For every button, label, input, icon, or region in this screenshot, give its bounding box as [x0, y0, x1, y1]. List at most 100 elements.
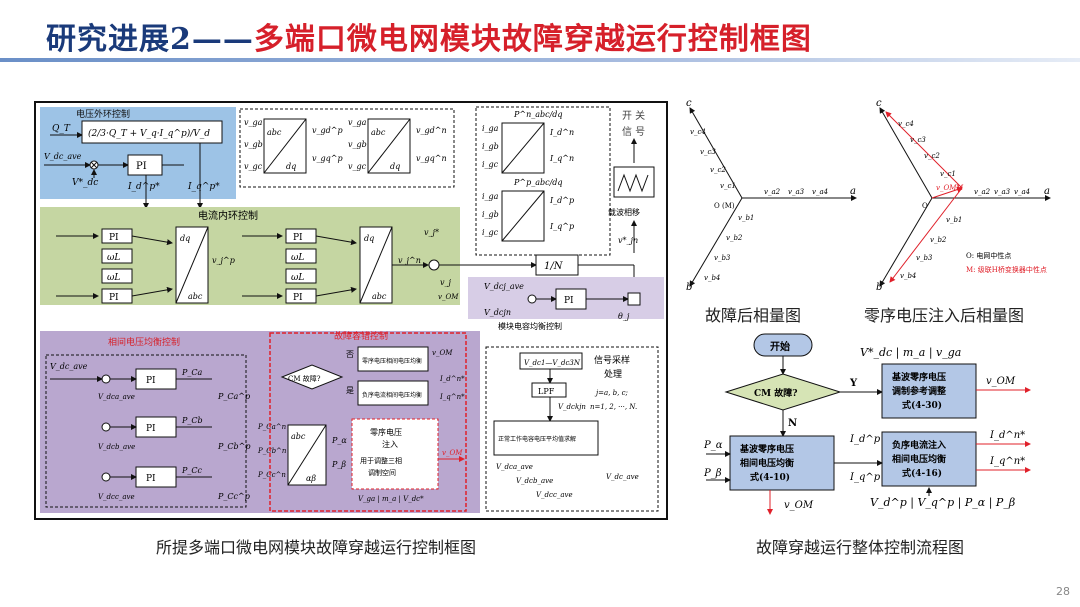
svg-text:V_dcc_ave: V_dcc_ave	[98, 493, 135, 501]
svg-text:P_Cb: P_Cb	[181, 416, 203, 425]
abc-alphabeta-block: abc αβ P_Ca^n P_Cb^n P_Cc^n P_α P_β	[257, 423, 347, 486]
vom-label: v_OM	[438, 293, 459, 301]
svg-text:调制参考调整: 调制参考调整	[892, 385, 946, 397]
svg-text:n=1, 2, ···, N.: n=1, 2, ···, N.	[590, 403, 637, 411]
svg-text:CM 故障?: CM 故障?	[288, 374, 321, 383]
svg-text:P^p_abc/dq: P^p_abc/dq	[513, 178, 563, 187]
phase-balance-row-b: PI V_dcb_ave P_Cb P_Cb^p	[98, 416, 250, 451]
svg-text:dq: dq	[390, 162, 400, 171]
iq-ref-label: I_q^p*	[187, 182, 220, 192]
svg-text:v_j^n: v_j^n	[398, 256, 421, 265]
svg-text:Y: Y	[849, 378, 858, 389]
svg-text:v_gq^p: v_gq^p	[312, 154, 343, 163]
svg-text:i_gc: i_gc	[482, 160, 499, 169]
signal-processing-region	[485, 346, 659, 512]
svg-text:CM 故障?: CM 故障?	[754, 387, 798, 399]
svg-text:v_a4: v_a4	[812, 188, 828, 196]
svg-text:零序电压: 零序电压	[370, 427, 402, 437]
svg-text:P_Ca^n: P_Ca^n	[257, 423, 287, 431]
flow-block-zero-seq-mod	[881, 363, 977, 419]
svg-text:v_b1: v_b1	[738, 214, 754, 222]
svg-text:v_OM: v_OM	[986, 376, 1016, 387]
svg-text:I_q^n*: I_q^n*	[989, 456, 1025, 467]
inner-loop-positive: PI ωL ωL PI dq abc v_j^p	[101, 226, 235, 304]
fault-block-2	[357, 380, 429, 406]
svg-text:PI: PI	[146, 424, 156, 434]
module-balance-label: 模块电容均衡控制	[498, 321, 562, 331]
flow-block-zero-seq-balance	[729, 435, 835, 491]
svg-text:I_q^p: I_q^p	[849, 472, 881, 483]
svg-text:ωL: ωL	[291, 253, 304, 263]
svg-text:基波零序电压: 基波零序电压	[739, 443, 794, 455]
svg-text:P_Cc: P_Cc	[181, 466, 203, 475]
svg-text:PI: PI	[564, 296, 574, 306]
svg-text:v_OM: v_OM	[936, 184, 957, 192]
svg-text:信 号: 信 号	[622, 126, 645, 138]
svg-text:v_c1: v_c1	[940, 170, 956, 178]
svg-text:v_a3: v_a3	[788, 188, 805, 196]
svg-text:i_ga: i_ga	[482, 192, 499, 201]
svg-text:V_ga | m_a | V_dc*: V_ga | m_a | V_dc*	[358, 495, 424, 503]
svg-text:dq: dq	[286, 162, 296, 171]
svg-text:P_β: P_β	[331, 460, 346, 469]
svg-text:P_Cc^n: P_Cc^n	[257, 471, 286, 479]
svg-text:开 关: 开 关	[622, 109, 645, 122]
svg-text:ωL: ωL	[107, 253, 120, 263]
svg-text:v_ga: v_ga	[348, 118, 367, 127]
svg-text:负序电流相间电压均衡: 负序电流相间电压均衡	[362, 391, 422, 399]
slide-title: 研究进展2——多端口微电网模块故障穿越运行控制框图	[46, 14, 812, 58]
svg-text:i_gc: i_gc	[482, 228, 499, 237]
svg-text:abc: abc	[372, 292, 387, 301]
svg-text:v_b2: v_b2	[726, 234, 743, 242]
svg-text:P_α: P_α	[703, 440, 723, 451]
svg-text:dq: dq	[364, 234, 374, 243]
svg-text:v_OM: v_OM	[784, 500, 814, 511]
vj-star-label: v_j*	[424, 228, 439, 237]
svg-text:PI: PI	[146, 376, 156, 386]
id-ref-label: I_d^p*	[127, 182, 160, 192]
svg-text:v_j^p: v_j^p	[212, 256, 235, 265]
flowchart-caption: 故障穿越运行整体控制流程图	[756, 538, 965, 557]
svg-text:v_b4: v_b4	[704, 274, 720, 282]
svg-text:v_gc: v_gc	[244, 162, 263, 171]
svg-text:v_OM: v_OM	[442, 449, 463, 457]
svg-text:θ_j: θ_j	[618, 312, 630, 321]
svg-text:PI: PI	[146, 474, 156, 484]
svg-text:v_a2: v_a2	[974, 188, 991, 196]
svg-text:P_Ca: P_Ca	[181, 368, 203, 377]
control-block-diagram: 电压外环控制 Q_T (2/3·Q_T + V_q·I_q^p)/V_d V_d…	[34, 101, 668, 520]
left-diagram-caption: 所提多端口微电网模块故障穿越运行控制框图	[156, 538, 477, 557]
vj-label: v_j	[440, 278, 452, 287]
svg-text:v_OM: v_OM	[432, 349, 453, 357]
svg-text:v_b2: v_b2	[930, 236, 947, 244]
svg-text:v_a2: v_a2	[764, 188, 781, 196]
svg-text:调制空间: 调制空间	[368, 468, 396, 477]
phase-balance-row-a: PI V_dca_ave P_Ca P_Ca^p	[98, 368, 250, 401]
inner-loop-negative: PI ωL ωL PI dq abc v_j^n	[285, 226, 421, 304]
svg-text:P_Cc^p: P_Cc^p	[217, 492, 250, 501]
svg-text:O: O	[922, 202, 928, 210]
svg-text:P^n_abc/dq: P^n_abc/dq	[513, 110, 563, 119]
svg-text:I_d^n*: I_d^n*	[439, 375, 465, 383]
svg-text:I_d^p: I_d^p	[549, 196, 574, 205]
phase-balance-label: 相间电压均衡控制	[108, 336, 180, 348]
svg-text:abc: abc	[267, 128, 282, 137]
svg-text:j=a, b, c;: j=a, b, c;	[594, 389, 628, 397]
current-dq-negative: P^n_abc/dq i_ga i_gb i_gc P^p_abc/dq I_d…	[482, 110, 574, 174]
legend-m: M: 级联H桥变换器中性点	[966, 265, 1047, 274]
flow-bottom-inputs: V_d^p | V_q^p | P_α | P_β	[870, 496, 1015, 510]
svg-text:v_a3: v_a3	[994, 188, 1011, 196]
svg-text:式(4-10): 式(4-10)	[750, 471, 790, 483]
svg-text:V_dcc_ave: V_dcc_ave	[536, 491, 573, 499]
svg-text:P_Cb^n: P_Cb^n	[257, 447, 287, 455]
power-formula: (2/3·Q_T + V_q·I_q^p)/V_d	[88, 128, 210, 139]
svg-text:PI: PI	[293, 293, 303, 303]
capacitor-average-block	[493, 420, 599, 456]
svg-text:信号采样: 信号采样	[594, 354, 630, 366]
svg-text:v_a4: v_a4	[1014, 188, 1030, 196]
svg-text:a: a	[1044, 186, 1050, 197]
svg-text:LPF: LPF	[538, 387, 555, 396]
svg-text:V_dc1—V_dc3N: V_dc1—V_dc3N	[524, 359, 581, 367]
slide-title-prefix: 研究进展2——	[46, 22, 254, 57]
svg-text:O (M): O (M)	[714, 202, 735, 210]
